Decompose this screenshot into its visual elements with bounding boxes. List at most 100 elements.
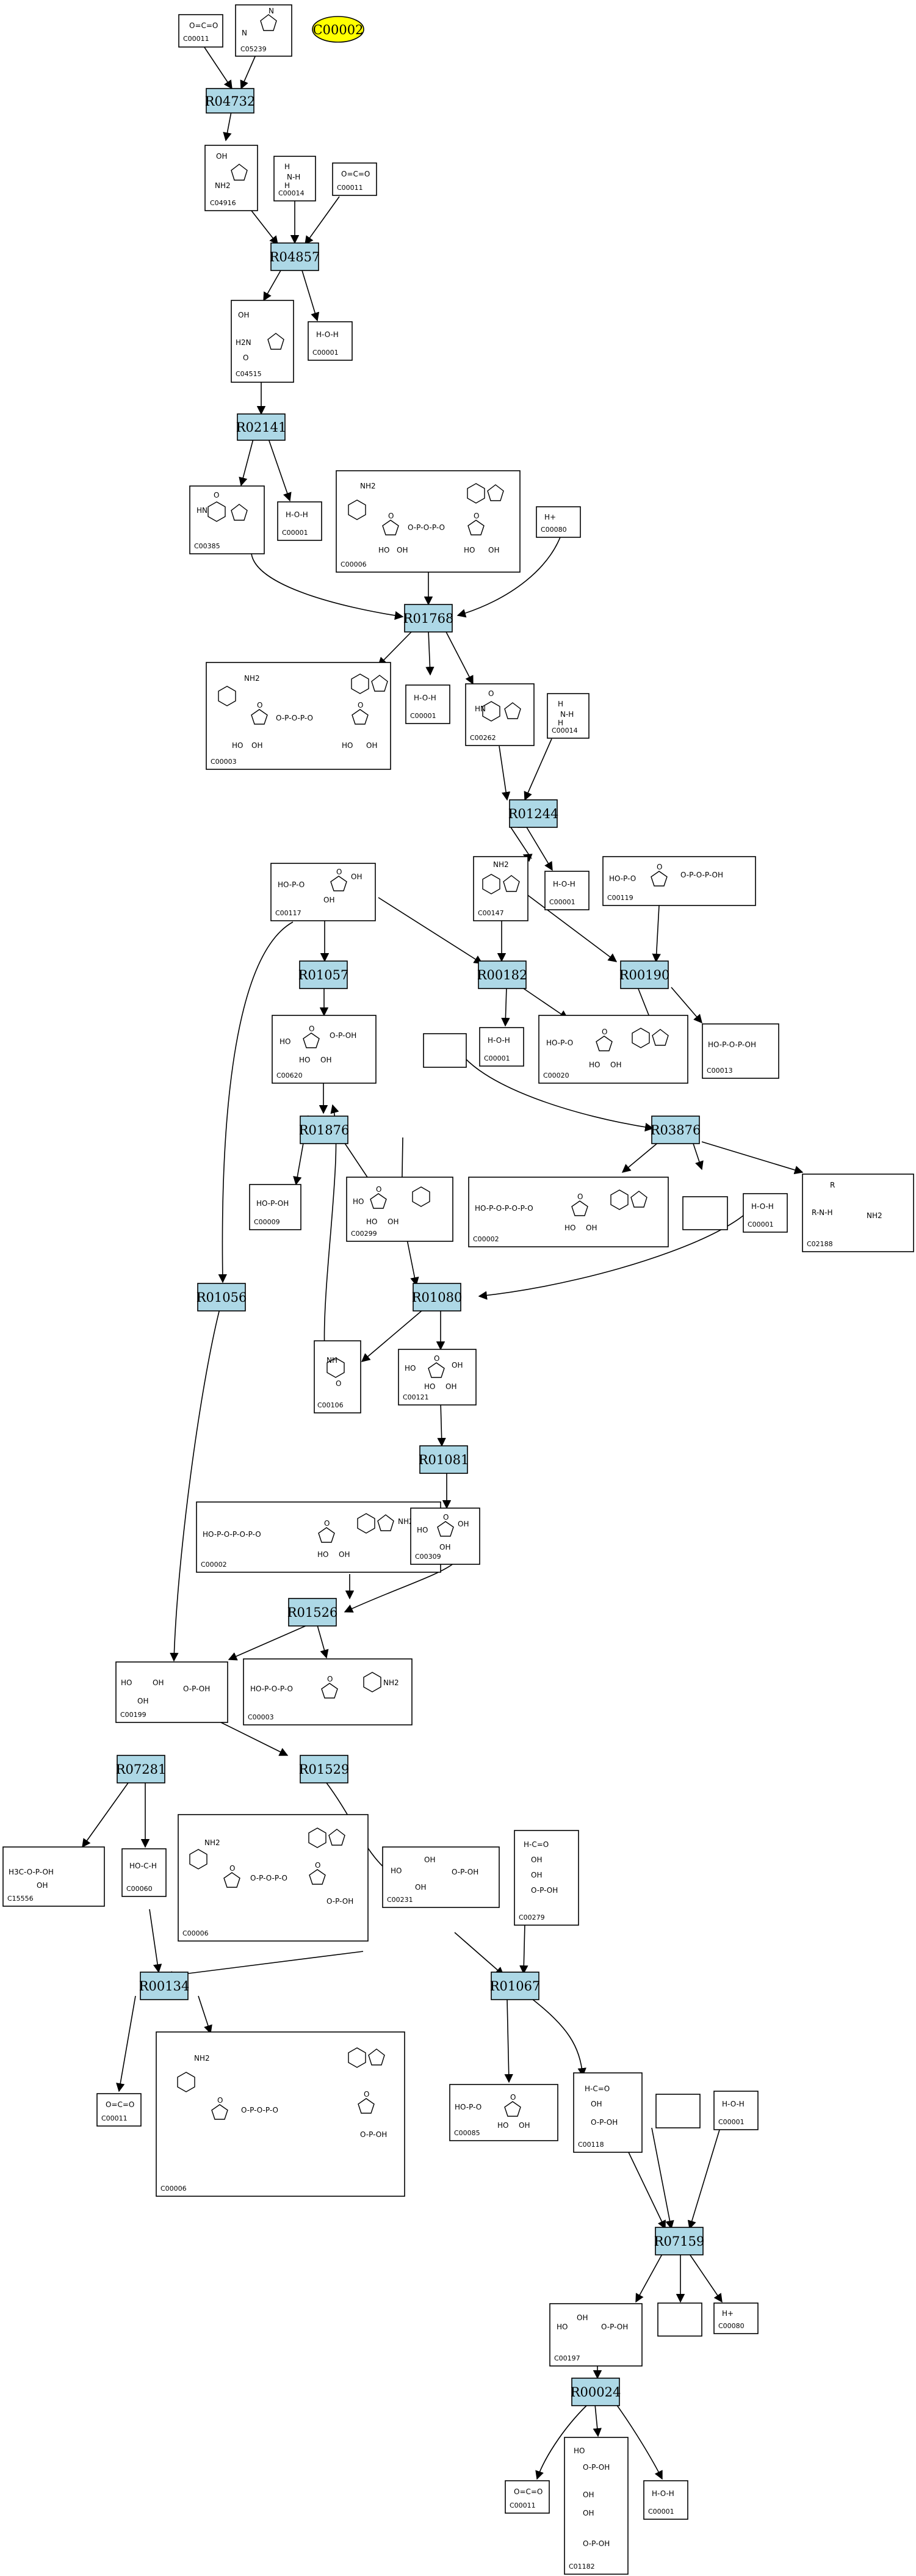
svg-text:HO: HO [342, 741, 353, 750]
compound-node[interactable]: O=C=O C00011 [178, 14, 223, 48]
reaction-node[interactable]: R00134 [139, 1972, 190, 2000]
compound-node[interactable]: HN-HH C00014 [273, 156, 316, 201]
compound-node[interactable]: H+ C00080 [536, 506, 581, 538]
reaction-node[interactable]: R01244 [508, 799, 559, 828]
svg-text:HO-P-O-P-O-P-O: HO-P-O-P-O-P-O [203, 1530, 261, 1539]
reaction-node[interactable]: R01056 [197, 1283, 247, 1312]
reaction-label: R01067 [490, 1979, 541, 1994]
svg-text:OH: OH [153, 1678, 164, 1687]
svg-text:H-O-H: H-O-H [751, 1202, 774, 1211]
compound-node[interactable]: H-O-H C00001 [713, 2091, 759, 2130]
compound-node[interactable]: NN C05239 [235, 4, 292, 57]
compound-label: C00001 [282, 529, 308, 537]
compound-node[interactable]: HO-C-H C00060 [121, 1848, 167, 1897]
reaction-node[interactable]: R01876 [299, 1116, 350, 1144]
reaction-node[interactable]: R01057 [298, 960, 349, 989]
compound-node[interactable]: H-O-H C00001 [643, 2480, 688, 2520]
svg-text:HO-P-O: HO-P-O [455, 2103, 481, 2111]
highlight-compound[interactable]: C00002 [312, 16, 364, 43]
compound-label: C00001 [410, 712, 436, 720]
reaction-node[interactable]: R00190 [619, 960, 670, 989]
compound-node[interactable]: H-O-H C00001 [308, 321, 353, 361]
reaction-node[interactable]: R07281 [116, 1755, 167, 1783]
svg-text:H-O-H: H-O-H [316, 330, 339, 339]
svg-text:HO: HO [317, 1550, 328, 1559]
compound-node[interactable]: H-O-H C00001 [479, 1027, 524, 1067]
compound-node[interactable] [655, 2094, 701, 2128]
reaction-node[interactable]: R01067 [490, 1972, 541, 2000]
reaction-node[interactable]: R04857 [270, 242, 320, 271]
reaction-node[interactable]: R04732 [205, 88, 256, 114]
compound-node[interactable] [423, 1033, 467, 1068]
compound-node[interactable]: HNO C00385 [189, 485, 265, 554]
compound-node[interactable]: H-O-H C00001 [544, 871, 590, 910]
edge [518, 888, 618, 962]
reaction-label: R01526 [287, 1605, 338, 1620]
compound-node[interactable]: NH2 C00147 [473, 856, 528, 921]
compound-node[interactable]: H-O-H C00001 [743, 1193, 788, 1233]
compound-node[interactable]: O=C=O C00011 [96, 2093, 142, 2127]
compound-node[interactable] [682, 1196, 728, 1230]
compound-node[interactable] [657, 2302, 702, 2337]
reaction-node[interactable]: R00182 [477, 960, 528, 989]
compound-node[interactable]: HO-P-OH C00009 [249, 1184, 301, 1230]
reaction-node[interactable]: R01529 [299, 1755, 350, 1783]
svg-text:O: O [243, 354, 248, 362]
edge [689, 2254, 723, 2303]
svg-text:O-P-OH: O-P-OH [326, 1897, 353, 1906]
reaction-node[interactable]: R03876 [651, 1116, 701, 1144]
reaction-node[interactable]: R07159 [654, 2227, 705, 2255]
svg-text:OH: OH [439, 1543, 450, 1551]
svg-text:H+: H+ [544, 513, 556, 521]
compound-node[interactable]: H+ C00080 [713, 2302, 759, 2334]
reaction-node[interactable]: R02141 [236, 413, 287, 441]
compound-node[interactable]: O=C=O C00011 [505, 2480, 550, 2514]
compound-node[interactable]: NHO C00106 [314, 1340, 361, 1413]
reaction-node[interactable]: R01080 [412, 1283, 463, 1312]
reaction-node[interactable]: R01768 [403, 604, 454, 633]
reaction-node[interactable]: R00024 [571, 2378, 621, 2406]
edge [82, 1782, 129, 1848]
compound-node[interactable]: O=C=O C00011 [332, 162, 377, 196]
compound-label: C00309 [415, 1553, 441, 1561]
svg-text:OH: OH [583, 2509, 594, 2517]
compound-node[interactable]: H-O-H C00001 [405, 684, 450, 724]
compound-node[interactable]: HNO C00262 [465, 683, 535, 746]
compound-label: C00014 [552, 727, 578, 735]
svg-text:HO-P-O: HO-P-O [609, 874, 636, 883]
reaction-node[interactable]: R01526 [287, 1598, 338, 1627]
edge [651, 2127, 674, 2230]
compound-node[interactable]: HO-P-O-P-OH C00013 [702, 1023, 779, 1079]
reaction-node[interactable]: R01081 [419, 1445, 469, 1474]
edges [82, 38, 804, 2480]
svg-text:HO: HO [378, 546, 389, 554]
compound-node[interactable]: HN-HH C00014 [547, 693, 590, 739]
compound-node[interactable]: H-O-H C00001 [277, 501, 322, 541]
